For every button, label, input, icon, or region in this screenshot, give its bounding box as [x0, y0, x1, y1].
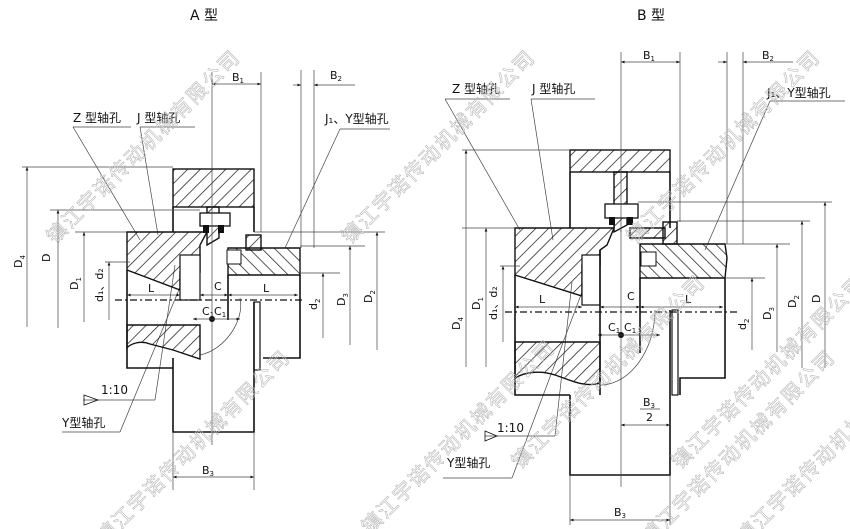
view-a-flange-rim — [172, 168, 255, 208]
view-a-d4-label: D4 — [12, 255, 27, 268]
view-b-d2-label: D2 — [786, 295, 801, 308]
view-b-right-hub-outline — [639, 278, 726, 395]
view-b-b3-half-num: B3 — [643, 396, 655, 410]
view-a-key-plate — [253, 301, 261, 371]
view-b-left-hub-lower — [514, 341, 601, 386]
view-b-left-hub-outline — [514, 275, 570, 396]
watermark-2: 镇江宇诺传动机械有限公司 — [337, 45, 541, 249]
view-b-z-bore-label: Z 型轴孔 — [452, 81, 500, 96]
view-b-left-insert — [581, 254, 601, 306]
view-b-flange-web — [613, 171, 628, 234]
watermark-7: 镇江宇诺传动机械有限公司 — [622, 45, 826, 249]
view-b-seal-left — [609, 217, 615, 225]
view-a-c1-right-label: C1 — [214, 305, 226, 319]
view-a-d1-label: D1 — [68, 277, 83, 290]
view-b-b3-label: B3 — [614, 506, 626, 520]
view-a-l-left-label: L — [148, 282, 155, 295]
view-b-j1y-bore-label: J₁、Y型轴孔 — [766, 85, 831, 100]
view-a-taper-label: 1:10 — [101, 383, 128, 397]
view-b-c1-right-label: C1 — [624, 321, 636, 335]
view-a-d3-label: D3 — [335, 293, 350, 306]
view-b-d1-label: D1 — [470, 297, 485, 310]
view-a-left-hub-lower — [126, 324, 201, 360]
view-a-d1d2-label: d₁、d₂ — [93, 268, 106, 302]
view-a-left-hub-outline — [126, 270, 173, 369]
watermark-3: 镇江宇诺传动机械有限公司 — [92, 345, 296, 529]
view-b-c-label: C — [627, 290, 635, 303]
view-a-j1y-bore-label: J₁、Y型轴孔 — [324, 111, 389, 126]
view-a-right-hub-outline — [227, 275, 301, 359]
view-b-b3-half-den: 2 — [646, 411, 653, 424]
view-b-b2-label: B2 — [762, 49, 774, 63]
view-b-y-bore-label: Y型轴孔 — [446, 455, 490, 470]
view-a-axial-dims — [127, 293, 298, 321]
view-a-d-label: D — [40, 254, 53, 262]
view-a-b2-label: B2 — [330, 69, 342, 83]
view-b-d1d2-label: d₁、d₂ — [487, 286, 500, 320]
view-a-b3-body — [172, 302, 255, 433]
view-a-flange-walls — [172, 207, 255, 232]
view-b-taper-label: 1:10 — [497, 421, 524, 435]
view-a-set-screw — [226, 249, 242, 265]
view-a-seal-left — [203, 225, 209, 233]
view-b-leader-lines — [443, 98, 845, 479]
view-b-right-dims — [638, 201, 832, 368]
view-a-d2-small-label: d2 — [307, 299, 322, 310]
view-b-set-screw — [640, 251, 657, 267]
view-a-c1-left-label: C1 — [202, 305, 214, 319]
view-b-bolt — [604, 203, 639, 219]
view-b-seal-right — [627, 217, 633, 225]
view-a-title: A 型 — [190, 8, 218, 24]
view-b-b1-label: B1 — [643, 49, 655, 63]
view-b-l-left-label: L — [539, 293, 546, 306]
view-a-right-dims — [254, 231, 385, 350]
view-a-left-insert — [179, 254, 201, 301]
view-b-title: B 型 — [637, 8, 665, 24]
view-b-d2-small-label: d2 — [736, 319, 751, 330]
view-b-l-right-label: L — [685, 293, 692, 306]
view-b-j-bore-label: J 型轴孔 — [531, 81, 575, 96]
view-a-b1-label: B1 — [232, 71, 244, 85]
watermarks: 镇江宇诺传动机械有限公司 镇江宇诺传动机械有限公司 镇江宇诺传动机械有限公司 镇… — [41, 45, 850, 529]
view-b-b-dims — [569, 52, 793, 525]
view-a-d2-label: D2 — [362, 290, 377, 303]
view-b-key-plate — [671, 309, 679, 396]
view-a: A 型 Z 型轴孔 J 型轴孔 J₁、Y型轴孔 1:10 Y型轴孔 — [12, 8, 390, 490]
view-b-flange-walls — [569, 172, 671, 228]
view-b-d-label: D — [810, 295, 823, 303]
view-b-left-dims — [462, 149, 570, 367]
view-a-c-label: C — [214, 280, 222, 293]
view-a-b3-label: B3 — [202, 464, 214, 478]
watermark-6: 镇江宇诺传动机械有限公司 — [637, 345, 841, 529]
view-b-c1-left-label: C1 — [608, 321, 620, 335]
view-b-flange-rim — [569, 149, 671, 173]
view-a-y-bore-label: Y型轴孔 — [61, 415, 105, 430]
view-b-break-curve — [599, 309, 656, 386]
view-a-b-dims — [172, 70, 355, 490]
view-a-break-curve — [199, 297, 242, 356]
view-a-seal-right — [218, 225, 224, 233]
view-a-l-right-label: L — [263, 282, 270, 295]
view-b-axial-dims — [515, 305, 723, 337]
view-b-b3-body — [569, 310, 671, 476]
view-b: B 型 Z 型轴孔 J 型轴孔 J₁、Y型轴孔 1:10 Y型轴孔 — [443, 8, 845, 525]
view-a-bolt — [199, 212, 231, 227]
view-a-j-bore-label: J 型轴孔 — [136, 110, 180, 125]
view-a-left-dims — [22, 166, 200, 328]
view-a-retainer — [245, 234, 262, 251]
view-b-right-hub-upper — [639, 243, 728, 279]
view-b-d3-label: D3 — [761, 307, 776, 320]
view-b-d4-label: D4 — [450, 317, 465, 330]
view-b-retainer — [662, 221, 678, 245]
view-a-z-bore-label: Z 型轴孔 — [73, 110, 121, 125]
